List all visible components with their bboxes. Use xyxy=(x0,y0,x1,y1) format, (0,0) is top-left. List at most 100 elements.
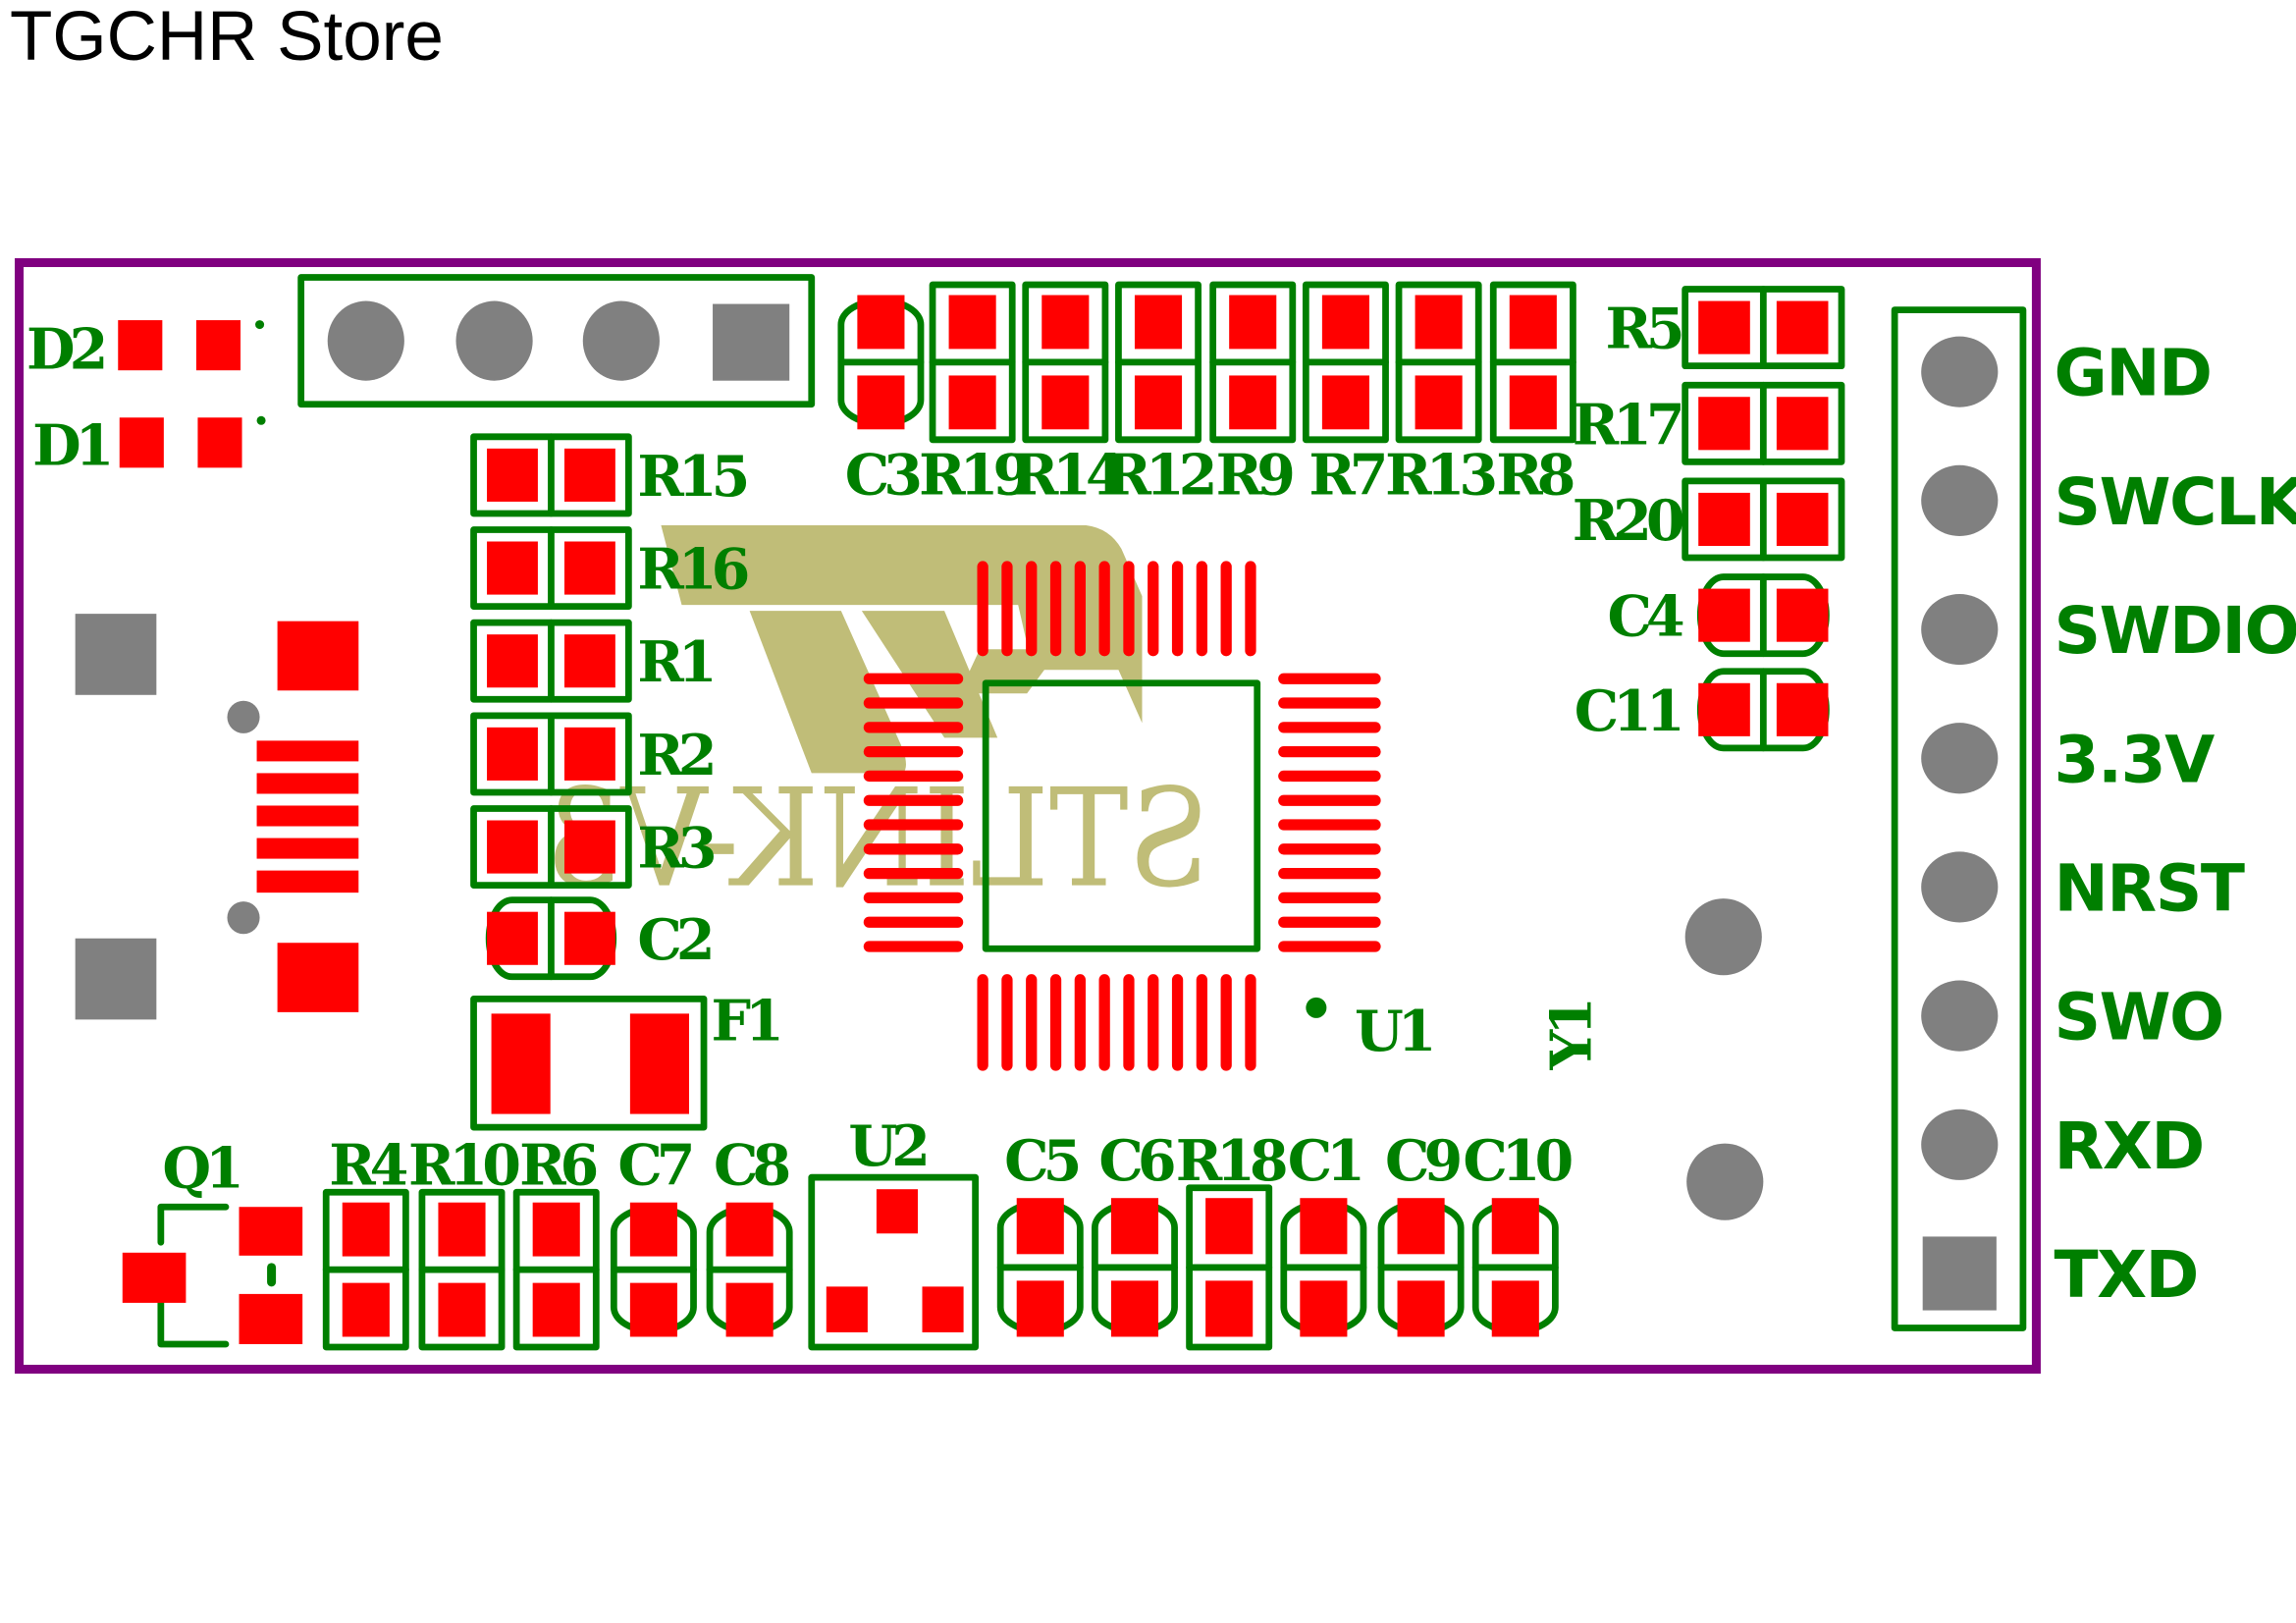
pin-label: SWO xyxy=(2054,980,2222,1055)
st-logo: STLINK-V3 xyxy=(546,524,1210,918)
component-r18: R18 xyxy=(1176,1128,1292,1351)
pin-label: RXD xyxy=(2054,1109,2203,1184)
ref-label: C11 xyxy=(1575,678,1681,744)
ref-label: F1 xyxy=(712,988,780,1054)
ref-label: C7 xyxy=(617,1133,690,1199)
ref-label: R19 xyxy=(919,442,1029,508)
ref-label: R18 xyxy=(1176,1128,1286,1194)
header-pin-swo xyxy=(1921,980,1999,1052)
usb-connector xyxy=(75,614,359,1020)
ref-label: R1 xyxy=(637,629,712,695)
ref-label: Q1 xyxy=(162,1136,240,1202)
ref-label: R14 xyxy=(1012,442,1123,508)
ref-label: R9 xyxy=(1216,442,1293,508)
ref-label: R6 xyxy=(519,1133,596,1199)
component-c2: C2 xyxy=(485,896,717,981)
ref-label: Y1 xyxy=(1538,1001,1604,1071)
store-title: TGCHR Store xyxy=(10,0,444,76)
pin-label: GND xyxy=(2054,336,2211,411)
logo-text: STLINK-V3 xyxy=(546,760,1209,918)
component-r6: R6 xyxy=(512,1133,603,1351)
transistor-q1: Q1 xyxy=(122,1136,303,1348)
ref-label: U1 xyxy=(1355,999,1432,1064)
led-d2: D2 xyxy=(27,317,265,383)
led-d1: D1 xyxy=(32,412,266,478)
ref-label: C10 xyxy=(1463,1128,1572,1194)
ref-label: C5 xyxy=(1004,1128,1078,1194)
component-c4: C4 xyxy=(1607,573,1830,658)
ref-label: R4 xyxy=(329,1133,406,1199)
header-pin-rxd xyxy=(1921,1109,1999,1180)
component-r2: R2 xyxy=(470,712,719,796)
component-r14: R14 xyxy=(1012,281,1129,508)
component-c6: C6 xyxy=(1092,1128,1180,1337)
header-pin-swdio xyxy=(1921,593,1999,666)
swd-uart-header: GND SWCLK SWDIO 3.3V NRST SWO RXD TXD xyxy=(1891,306,2296,1331)
ref-label: U2 xyxy=(848,1113,926,1179)
ref-label: R10 xyxy=(408,1133,519,1199)
pin-label: TXD xyxy=(2054,1237,2197,1313)
pin-label: SWCLK xyxy=(2054,464,2296,540)
component-r7: R7 xyxy=(1302,281,1390,508)
top-header-pin xyxy=(327,300,404,381)
header-pin-33v xyxy=(1921,723,1999,794)
regulator-u2: U2 xyxy=(808,1113,980,1351)
pin-label: 3.3V xyxy=(2054,722,2215,797)
ref-label: C6 xyxy=(1098,1128,1173,1194)
ref-label: C8 xyxy=(714,1133,788,1199)
ref-label: R8 xyxy=(1496,442,1573,508)
component-c11: C11 xyxy=(1575,668,1830,752)
ref-label: C1 xyxy=(1288,1128,1361,1194)
top-header-pin-1 xyxy=(713,303,790,381)
header-pin-gnd xyxy=(1921,336,1999,407)
ref-label: D1 xyxy=(32,412,110,478)
ref-label: R13 xyxy=(1385,442,1495,508)
component-r17: R17 xyxy=(1573,381,1845,465)
component-c9: C9 xyxy=(1377,1128,1466,1337)
top-header xyxy=(297,274,816,408)
component-r4: R4 xyxy=(322,1133,413,1351)
component-r20: R20 xyxy=(1573,477,1845,562)
ref-label: R12 xyxy=(1105,442,1213,508)
ref-label: R2 xyxy=(637,723,712,788)
ref-label: R3 xyxy=(637,816,714,882)
component-c8: C8 xyxy=(706,1133,795,1337)
mcu-u1: U1 xyxy=(863,561,1438,1071)
fuse-f1: F1 xyxy=(470,988,785,1131)
header-pin-txd xyxy=(1922,1236,1997,1311)
ref-label: D2 xyxy=(27,317,104,383)
ref-label: C4 xyxy=(1607,584,1682,650)
pin-label: SWDIO xyxy=(2054,593,2296,669)
ref-label: R7 xyxy=(1308,442,1383,508)
component-r10: R10 xyxy=(408,1133,525,1351)
top-header-pin xyxy=(455,300,533,381)
ref-label: C3 xyxy=(845,442,920,508)
component-r16: R16 xyxy=(470,526,754,611)
ref-label: R17 xyxy=(1573,392,1681,458)
ref-label: R20 xyxy=(1573,488,1683,554)
component-r13: R13 xyxy=(1385,281,1501,508)
pin-label: NRST xyxy=(2054,850,2244,926)
component-c10: C10 xyxy=(1463,1128,1578,1337)
ref-label: R15 xyxy=(637,444,746,510)
component-r5: R5 xyxy=(1605,286,1845,370)
ref-label: C2 xyxy=(637,907,710,973)
component-r1: R1 xyxy=(470,619,719,703)
component-c1: C1 xyxy=(1280,1128,1367,1337)
component-r3: R3 xyxy=(470,805,721,890)
component-r12: R12 xyxy=(1105,281,1219,508)
ref-label: R16 xyxy=(637,537,747,603)
component-c3: C3 xyxy=(837,295,926,508)
component-c5: C5 xyxy=(996,1128,1085,1337)
component-r9: R9 xyxy=(1209,281,1299,508)
component-r19: R19 xyxy=(919,281,1035,508)
component-r15: R15 xyxy=(470,433,753,517)
ref-label: R5 xyxy=(1605,297,1681,362)
component-r8: R8 xyxy=(1489,281,1579,508)
